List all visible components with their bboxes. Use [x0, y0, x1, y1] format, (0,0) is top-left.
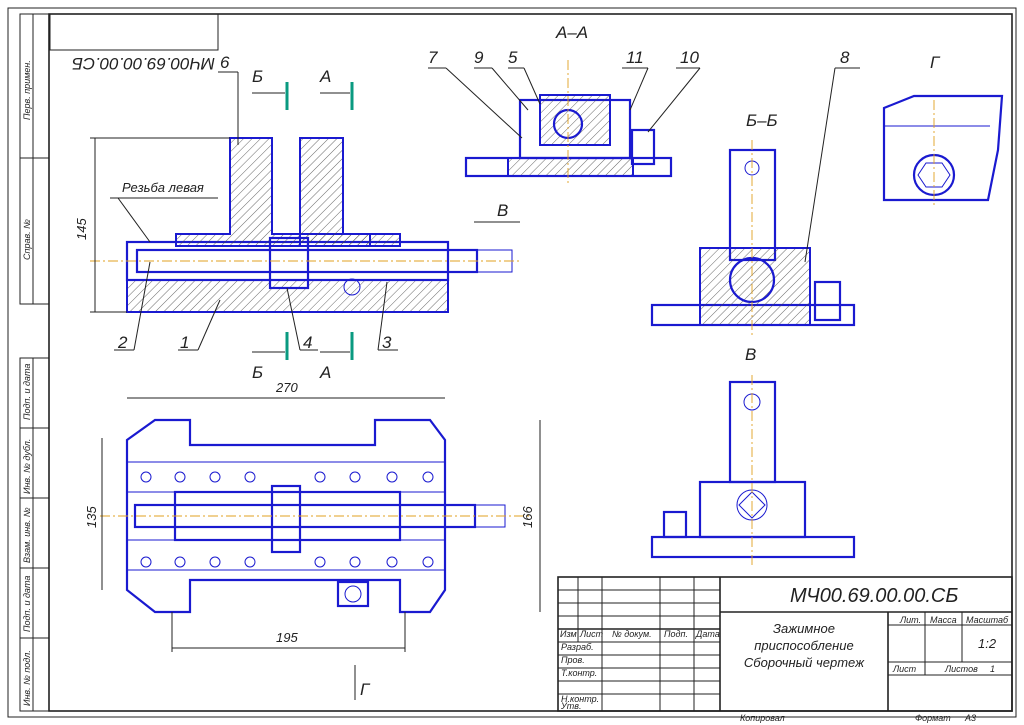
sheet-label: Лист — [892, 664, 917, 674]
rotated-drawing-number: МЧ00.69.00.00.СБ — [72, 54, 215, 73]
dim-166: 166 — [520, 506, 535, 528]
col-list: Лист — [579, 629, 604, 639]
format-value: А3 — [964, 713, 976, 723]
label-g-arrow: Г — [360, 680, 371, 699]
right-jaw — [299, 137, 401, 247]
outer-frame — [7, 7, 1017, 718]
col-doc: № докум. — [612, 629, 652, 639]
callout-2: 2 — [117, 333, 128, 352]
scale-value: 1:2 — [978, 636, 997, 651]
col-izm: Изм — [560, 629, 577, 639]
callout-5: 5 — [508, 48, 518, 67]
scale-label: Масштаб — [966, 615, 1009, 625]
row-razrab: Разраб. — [561, 642, 594, 652]
title-line-1: Зажимное — [773, 621, 835, 636]
label-view-v: В — [745, 345, 756, 364]
label-a-bottom: А — [319, 363, 331, 382]
view-g: Г — [882, 53, 1004, 205]
copied-label: Копировал — [740, 713, 785, 723]
bb-post — [728, 148, 777, 262]
callout-4: 4 — [303, 333, 312, 352]
top-nut — [270, 484, 302, 554]
stamp-label-2: Справ. № — [22, 219, 32, 260]
row-utv: Утв. — [560, 701, 581, 711]
rotated-number-box: МЧ00.69.00.00.СБ — [49, 13, 219, 73]
row-tkontr: Т.контр. — [561, 668, 597, 678]
callout-3: 3 — [382, 333, 392, 352]
dim-195: 195 — [276, 630, 298, 645]
stamp-label-5: Взам. инв. № — [22, 507, 32, 563]
thread-note: Резьба левая — [122, 180, 204, 195]
nut — [268, 236, 310, 290]
stamp-label-6: Подп. и дата — [22, 576, 32, 632]
title-line-3: Сборочный чертеж — [744, 655, 865, 670]
label-b-top: Б — [252, 67, 263, 86]
format-label: Формат — [915, 713, 951, 723]
label-view-g: Г — [930, 53, 941, 72]
section-aa: А–А 7 9 5 11 10 — [428, 23, 701, 185]
stamp-label-4: Инв. № дубл. — [22, 439, 32, 494]
label-section-aa: А–А — [555, 23, 588, 42]
base-plate — [126, 279, 449, 313]
dim-270: 270 — [275, 380, 298, 395]
sheets-value: 1 — [990, 664, 995, 674]
dim-145: 145 — [74, 218, 89, 240]
top-body — [125, 418, 447, 614]
stamp-label-1: Перв. примен. — [22, 60, 32, 120]
view-v: В — [650, 345, 856, 565]
dim-135: 135 — [84, 506, 99, 528]
callout-10: 10 — [680, 48, 699, 67]
stamp-label-7: Инв. № подл. — [22, 650, 32, 706]
title-block: Изм Лист № докум. Подп. Дата Разраб. Про… — [557, 576, 1013, 723]
callout-11: 11 — [626, 48, 644, 67]
stamp-label-3: Подп. и дата — [22, 364, 32, 420]
section-bb: Б–Б 8 — [650, 48, 860, 335]
col-sign: Подп. — [664, 629, 688, 639]
drawing-number: МЧ00.69.00.00.СБ — [790, 585, 958, 607]
label-section-bb: Б–Б — [746, 111, 778, 130]
sheets-label: Листов — [944, 664, 978, 674]
lit-label: Лит. — [899, 615, 921, 625]
callout-9: 9 — [474, 48, 484, 67]
callout-6: 6 — [220, 53, 230, 72]
front-view: 145 Резьба левая Б А Б А В 6 2 1 4 — [74, 53, 520, 382]
top-view: 270 135 166 195 Г — [84, 380, 541, 700]
label-v-arrow: В — [497, 201, 508, 220]
callout-7: 7 — [428, 48, 438, 67]
label-a-top: А — [319, 67, 331, 86]
title-line-2: приспособление — [754, 638, 853, 653]
callout-8: 8 — [840, 48, 850, 67]
callout-1: 1 — [180, 333, 189, 352]
bolt-holes — [140, 471, 434, 568]
side-stamp: Перв. примен. Справ. № Подп. и дата Инв.… — [19, 13, 50, 712]
row-prov: Пров. — [561, 655, 585, 665]
label-b-bottom: Б — [252, 363, 263, 382]
row-nkontr: Н.контр. — [561, 694, 599, 704]
col-date: Дата — [695, 629, 720, 639]
mass-label: Масса — [930, 615, 957, 625]
